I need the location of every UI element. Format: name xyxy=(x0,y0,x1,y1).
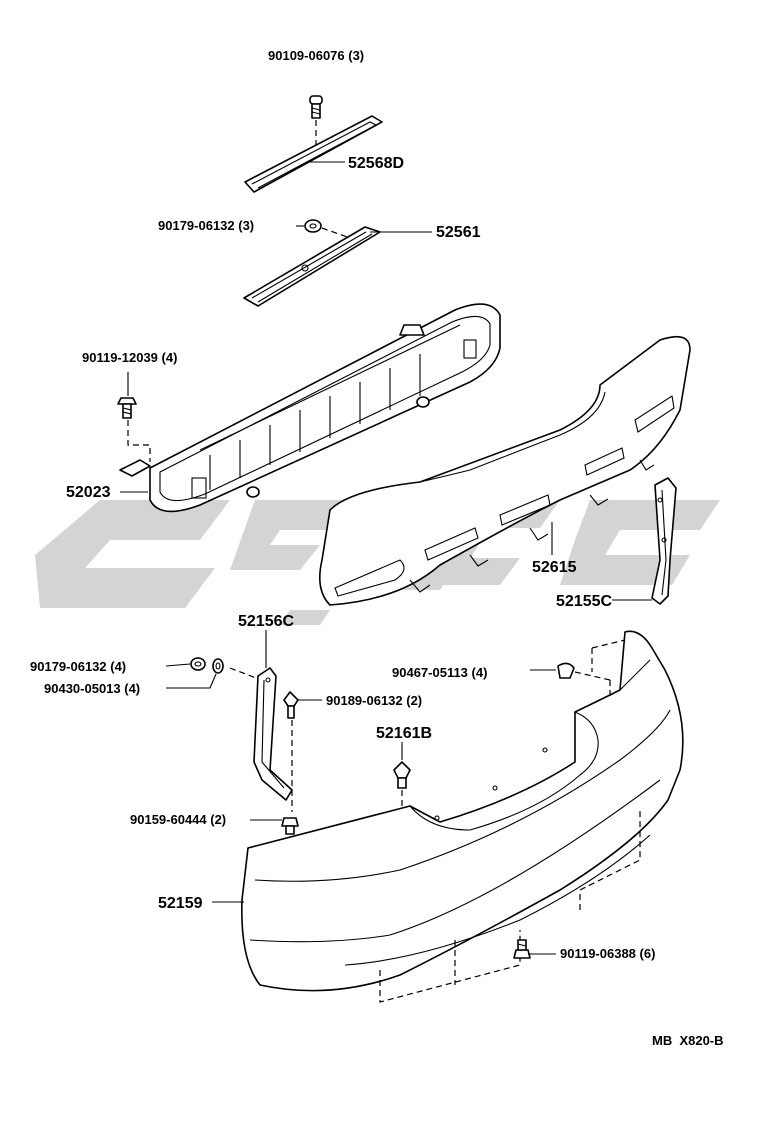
strip-52561 xyxy=(243,226,381,307)
bolt-90119-12039 xyxy=(117,397,137,419)
label-52568D: 52568D xyxy=(348,155,404,172)
label-90467-05113: 90467-05113 (4) xyxy=(392,665,487,680)
label-90179-06132-top: 90179-06132 (3) xyxy=(158,218,254,233)
label-90119-12039: 90119-12039 (4) xyxy=(82,350,177,365)
bolt-90119-06388 xyxy=(513,939,531,959)
bracket-52155C xyxy=(651,477,677,605)
label-52615: 52615 xyxy=(532,559,577,576)
reinforcement-52023 xyxy=(119,303,501,513)
clip-90467-05113 xyxy=(557,662,575,679)
label-52155C: 52155C xyxy=(556,593,612,610)
label-90430-05013: 90430-05013 (4) xyxy=(44,681,140,696)
label-52023: 52023 xyxy=(66,484,111,501)
label-90189-06132: 90189-06132 (2) xyxy=(326,693,422,708)
bracket-52156C xyxy=(253,667,293,801)
bolt-90109-06076 xyxy=(309,95,323,119)
absorber-52615 xyxy=(319,335,691,606)
label-90109-06076: 90109-06076 (3) xyxy=(268,48,364,63)
label-90119-06388: 90119-06388 (6) xyxy=(560,946,655,961)
retainer-52161B xyxy=(393,761,411,789)
strip-52568D xyxy=(244,115,383,193)
label-52156C: 52156C xyxy=(238,613,294,630)
label-90159-60444: 90159-60444 (2) xyxy=(130,812,226,827)
bumper-cover-52159 xyxy=(241,630,684,992)
diagram-code: MB X820-B xyxy=(652,1033,724,1048)
label-52159: 52159 xyxy=(158,895,203,912)
label-52161B: 52161B xyxy=(376,725,432,742)
nut-90179-06132-mid xyxy=(190,657,206,671)
bolt-90189-06132 xyxy=(283,691,299,719)
washer-90430-05013 xyxy=(212,658,224,674)
screw-90159-60444 xyxy=(281,817,299,835)
label-90179-06132-mid: 90179-06132 (4) xyxy=(30,659,126,674)
nut-90179-06132-top xyxy=(304,219,322,233)
label-52561: 52561 xyxy=(436,224,481,241)
